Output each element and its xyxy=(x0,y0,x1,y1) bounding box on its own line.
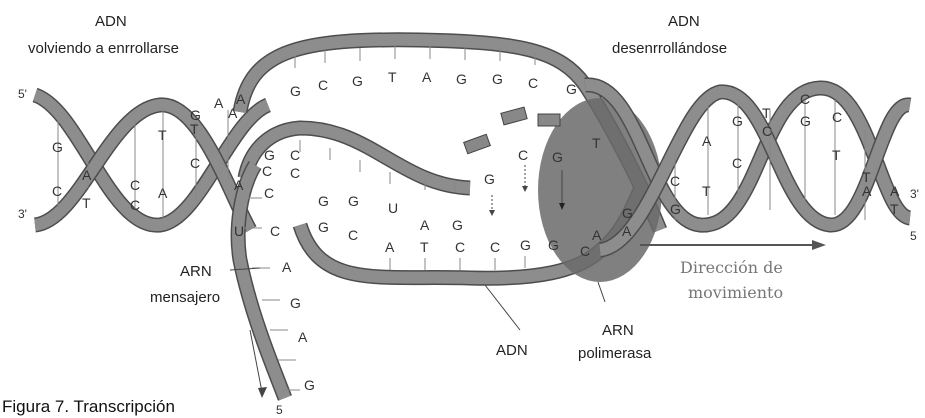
base-letter: G xyxy=(732,113,743,129)
base-letter: T xyxy=(158,127,167,143)
base-letter: C xyxy=(528,75,538,91)
base-letter: C xyxy=(130,177,140,193)
base-letter: T xyxy=(702,183,711,199)
base-letter: G xyxy=(264,147,275,163)
right-bottom-end-label: 5 xyxy=(910,229,917,243)
base-letter: C xyxy=(262,163,272,179)
base-letter: C xyxy=(190,155,200,171)
base-letter: G xyxy=(520,237,531,253)
base-letter: C xyxy=(490,239,500,255)
base-letter: C xyxy=(518,147,528,163)
base-letter: G xyxy=(304,377,315,393)
direction-label: Dirección de xyxy=(680,258,783,277)
base-letter: G xyxy=(318,219,329,235)
base-letter: C xyxy=(832,109,842,125)
base-letter: A xyxy=(228,105,238,121)
template-strand xyxy=(245,128,470,192)
base-letter: C xyxy=(348,227,358,243)
base-letter: A xyxy=(214,95,224,111)
arn-messenger-sublabel: mensajero xyxy=(150,289,220,306)
figure-caption: Figura 7. Transcripción xyxy=(2,397,175,416)
base-letter: T xyxy=(420,239,429,255)
base-letter: G xyxy=(566,81,577,97)
base-letter: C xyxy=(270,223,280,239)
base-letter: T xyxy=(82,195,91,211)
base-letter: C xyxy=(800,91,810,107)
direction-sublabel: movimiento xyxy=(688,283,783,302)
base-letter: T xyxy=(762,105,771,121)
base-letter: C xyxy=(732,155,742,171)
top-strand-bases: G C G T A G G C G xyxy=(290,69,577,99)
base-letter: G xyxy=(456,71,467,87)
base-letter: C xyxy=(290,165,300,181)
polymerase-sublabel: polimerasa xyxy=(578,345,652,362)
adn-unwinding-sublabel: desenrrollándose xyxy=(612,40,727,57)
base-letter: T xyxy=(592,135,601,151)
base-letter: G xyxy=(352,73,363,89)
base-letter: C xyxy=(318,77,328,93)
base-letter: A xyxy=(385,239,395,255)
adn-unwinding-label: ADN xyxy=(668,13,700,30)
base-letter: T xyxy=(388,69,397,85)
polymerase-label: ARN xyxy=(602,322,634,339)
base-letter: G xyxy=(548,237,559,253)
base-letter: A xyxy=(422,69,432,85)
base-letter: A xyxy=(622,223,632,239)
base-letter: A xyxy=(82,167,92,183)
left-bottom-end-label: 3' xyxy=(18,207,27,221)
base-letter: C xyxy=(264,185,274,201)
base-letter: C xyxy=(290,147,300,163)
base-letter: C xyxy=(670,173,680,189)
base-letter: G xyxy=(800,113,811,129)
base-letter: A xyxy=(158,185,168,201)
base-letter: G xyxy=(552,149,563,165)
base-letter: C xyxy=(52,183,62,199)
adn-bottom-label: ADN xyxy=(496,342,528,359)
base-letter: U xyxy=(388,200,398,216)
base-letter: A xyxy=(890,183,900,199)
base-letter: G xyxy=(484,171,495,187)
arn-messenger-label: ARN xyxy=(180,263,212,280)
base-letter: T xyxy=(832,147,841,163)
adn-rewinding-sublabel: volviendo a enrrollarse xyxy=(28,40,179,57)
base-letter: G xyxy=(452,217,463,233)
base-letter: C xyxy=(130,197,140,213)
base-letter: G xyxy=(290,295,301,311)
base-letter: G xyxy=(52,139,63,155)
rna-end-label: 5 xyxy=(276,403,283,417)
base-letter: T xyxy=(190,121,199,137)
base-letter: A xyxy=(282,259,292,275)
base-letter: C xyxy=(455,239,465,255)
base-letter: G xyxy=(318,193,329,209)
base-letter: G xyxy=(290,83,301,99)
base-letter: C xyxy=(762,123,772,139)
base-letter: G xyxy=(622,205,633,221)
base-letter: A xyxy=(862,183,872,199)
base-letter: U xyxy=(234,223,244,239)
left-top-end-label: 5' xyxy=(18,87,27,101)
adn-rewinding-label: ADN xyxy=(95,13,127,30)
base-letter: A xyxy=(702,133,712,149)
base-letter: A xyxy=(592,227,602,243)
right-top-end-label: 3' xyxy=(910,187,919,201)
base-letter: A xyxy=(298,329,308,345)
base-letter: A xyxy=(234,177,244,193)
base-letter: G xyxy=(670,201,681,217)
base-letter: G xyxy=(492,71,503,87)
base-letter: A xyxy=(236,91,246,107)
base-letter: G xyxy=(348,193,359,209)
base-letter: T xyxy=(890,201,899,217)
direction-arrow xyxy=(640,240,826,250)
base-letter: A xyxy=(420,217,430,233)
base-letter: C xyxy=(580,243,590,259)
